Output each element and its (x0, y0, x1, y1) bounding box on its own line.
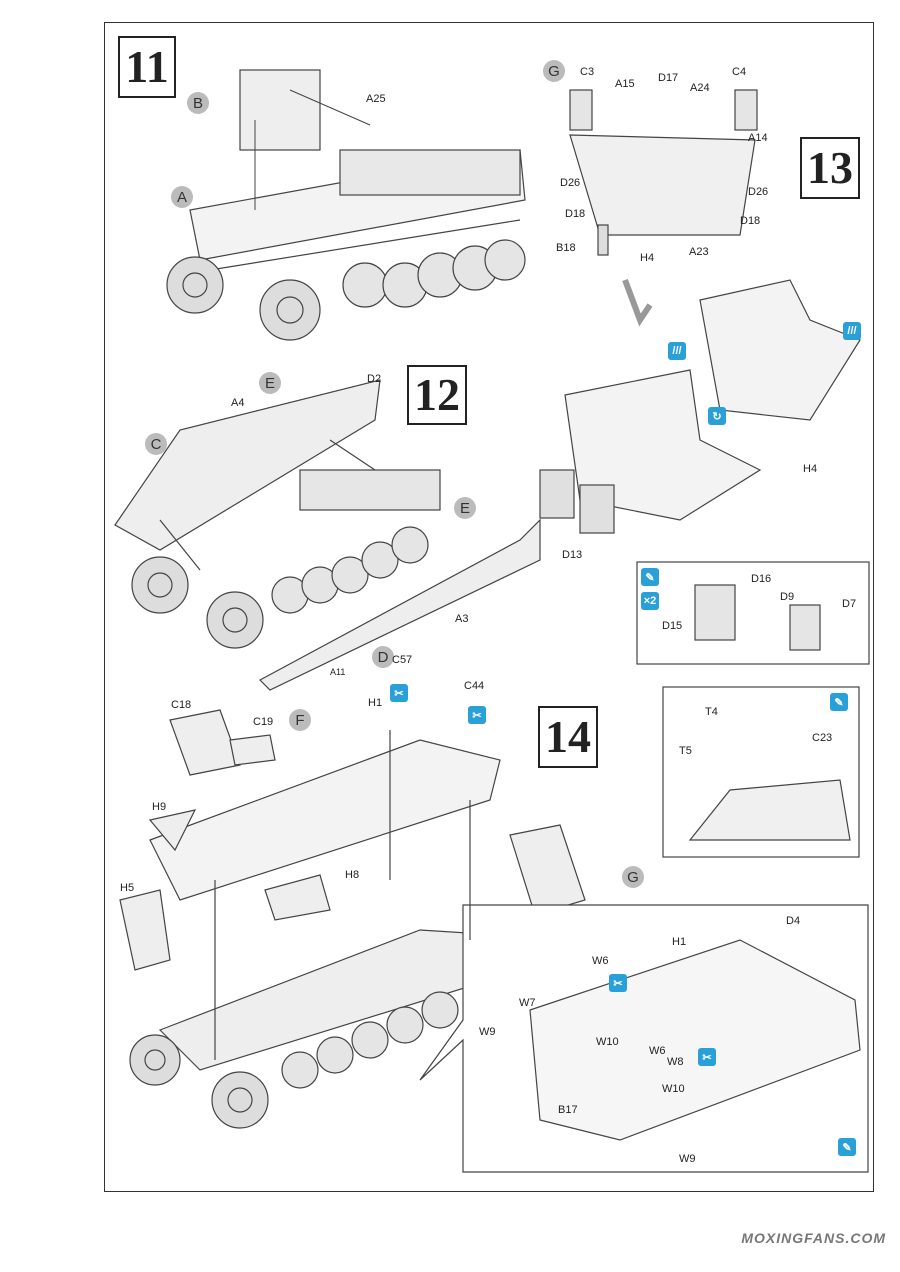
page-frame (104, 22, 874, 1192)
part-label: T5 (679, 745, 692, 757)
part-label: W8 (667, 1056, 684, 1068)
subassembly-e-step12: E (259, 372, 281, 394)
part-label: C57 (392, 654, 413, 666)
part-label: C4 (732, 66, 747, 78)
subassembly-g-step13: G (543, 60, 565, 82)
step11-drawing (166, 69, 526, 341)
part-label: W10 (596, 1036, 619, 1048)
step12-drawing (114, 379, 541, 691)
step-number-13: 13 (800, 137, 860, 199)
part-label: W9 (479, 1026, 496, 1038)
turn-over-icon: ↻ (708, 407, 726, 425)
part-label: C23 (812, 732, 833, 744)
part-label: D26 (748, 186, 769, 198)
subassembly-e-rail: E (454, 497, 476, 519)
part-label: D17 (658, 72, 679, 84)
part-label: H5 (120, 882, 135, 894)
times-two-icon: ×2 (641, 592, 659, 610)
part-label: T4 (705, 706, 718, 718)
part-label: A4 (231, 397, 245, 409)
subassembly-f: F (289, 709, 311, 731)
part-label: D4 (786, 915, 801, 927)
step-number-12: 12 (407, 365, 467, 425)
subassembly-d: D (372, 646, 394, 668)
part-label: W9 (679, 1153, 696, 1165)
part-label: W6 (592, 955, 609, 967)
part-label: D7 (842, 598, 857, 610)
part-label: A23 (689, 246, 709, 258)
cut-icon: ✂ (468, 706, 486, 724)
cut-icon: ✂ (698, 1048, 716, 1066)
part-label: A14 (748, 132, 768, 144)
part-label: C19 (253, 716, 274, 728)
part-label: C3 (580, 66, 595, 78)
subassembly-b: B (187, 92, 209, 114)
subassembly-g-step14: G (622, 866, 644, 888)
part-label: W7 (519, 997, 536, 1009)
part-label: D2 (367, 373, 382, 385)
part-label: C44 (464, 680, 485, 692)
part-label: D15 (662, 620, 683, 632)
step-number-11: 11 (118, 36, 176, 98)
part-label: D18 (565, 208, 586, 220)
step13-drawing (539, 89, 870, 665)
part-label: A15 (615, 78, 635, 90)
watermark: MOXINGFANS.COM (741, 1230, 886, 1246)
part-label: H9 (152, 801, 167, 813)
subassembly-c: C (145, 433, 167, 455)
subassembly-a: A (171, 186, 193, 208)
part-label: D13 (562, 549, 583, 561)
part-label: D16 (751, 573, 772, 585)
part-label: H1 (368, 697, 383, 709)
part-label: B17 (558, 1104, 578, 1116)
step14-drawing (119, 686, 869, 1173)
part-label: H1 (672, 936, 687, 948)
part-label: A3 (455, 613, 469, 625)
directional-hatch-icon: /// (843, 322, 861, 340)
glue-icon: ✎ (830, 693, 848, 711)
part-label: H4 (803, 463, 818, 475)
directional-hatch-icon: /// (668, 342, 686, 360)
part-label: A24 (690, 82, 710, 94)
cut-icon: ✂ (609, 974, 627, 992)
part-label: D18 (740, 215, 761, 227)
part-label: C18 (171, 699, 192, 711)
part-label: W10 (662, 1083, 685, 1095)
part-label: B18 (556, 242, 576, 254)
part-label: A11 (330, 667, 346, 677)
cut-icon: ✂ (390, 684, 408, 702)
part-label: W6 (649, 1045, 666, 1057)
part-label: H4 (640, 252, 655, 264)
part-label: D26 (560, 177, 581, 189)
glue-icon: ✎ (838, 1138, 856, 1156)
glue-icon: ✎ (641, 568, 659, 586)
part-label: A25 (366, 93, 386, 105)
step-number-14: 14 (538, 706, 598, 768)
part-label: D9 (780, 591, 795, 603)
part-label: H8 (345, 869, 360, 881)
